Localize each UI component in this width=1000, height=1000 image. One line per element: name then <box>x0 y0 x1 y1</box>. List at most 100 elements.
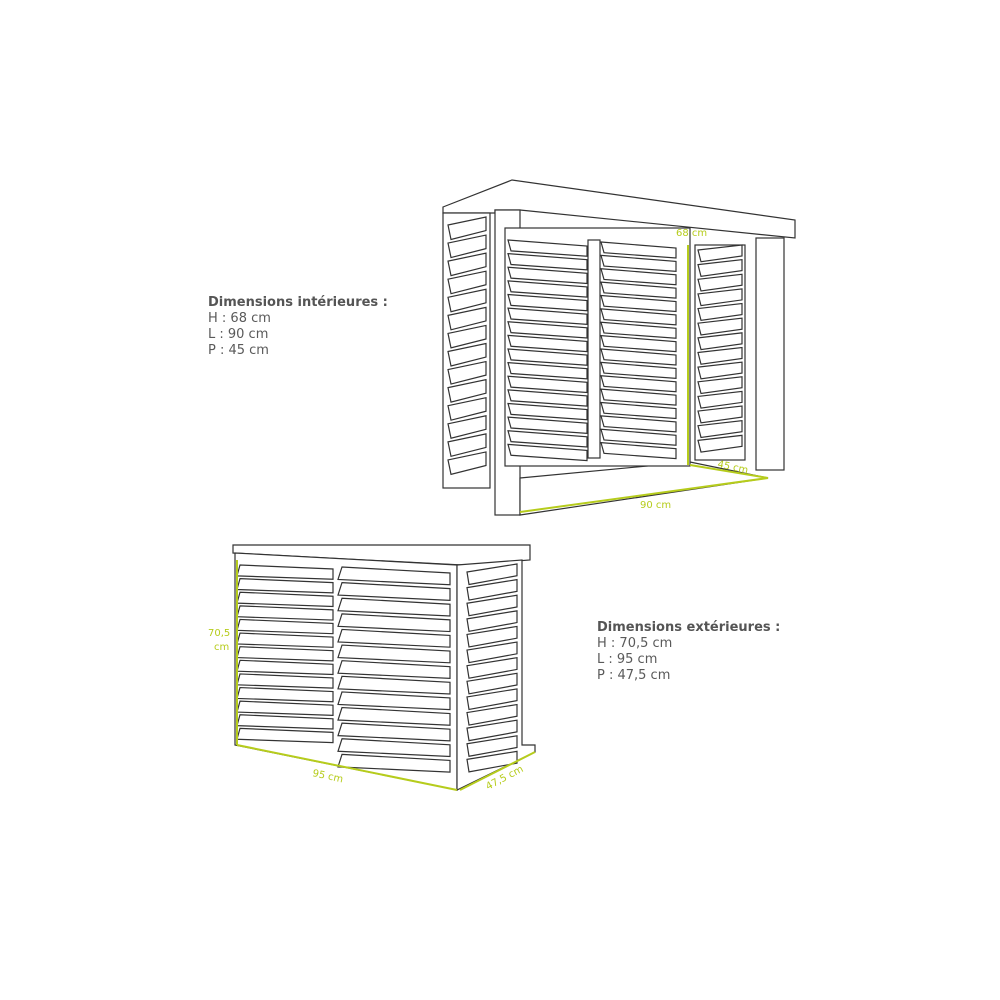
louver-slat <box>447 433 487 458</box>
louver-slat <box>447 288 487 313</box>
louver-slat <box>600 268 677 286</box>
louver-slat <box>600 441 677 460</box>
louver-slat <box>337 660 451 680</box>
louver-slat <box>337 644 451 664</box>
louver-slat <box>466 719 518 742</box>
louver-slat <box>507 375 588 394</box>
louver-slat <box>337 597 451 617</box>
louver-slat <box>507 402 588 421</box>
louver-slat <box>697 376 743 395</box>
exterior-depth: P : 47,5 cm <box>597 668 671 683</box>
louver-slat <box>466 578 518 601</box>
louver-slat <box>600 241 677 259</box>
interior-height: H : 68 cm <box>208 311 271 326</box>
exterior-title: Dimensions extérieures : <box>597 620 781 635</box>
louver-slat <box>447 306 487 331</box>
louver-slat <box>600 308 677 326</box>
dimension-lines <box>236 245 769 791</box>
louver-slat <box>697 361 743 380</box>
louver-slat <box>507 430 588 448</box>
exterior-dimensions: Dimensions extérieures : H : 70,5 cm L :… <box>597 620 780 684</box>
louver-slat <box>466 735 518 757</box>
louver-slat <box>697 390 743 409</box>
interior-dimensions: Dimensions intérieures : H : 68 cm L : 9… <box>208 295 388 359</box>
louver-slat <box>337 691 451 711</box>
louver-slat <box>697 258 743 278</box>
louver-slat <box>697 405 743 424</box>
louver-slat <box>507 252 588 271</box>
louver-slat <box>697 420 743 439</box>
louver-slat <box>507 443 588 462</box>
louver-slat <box>697 317 743 336</box>
louver-slat <box>697 434 743 453</box>
louver-slat <box>507 280 588 298</box>
louver-slat <box>600 375 677 393</box>
louver-slat <box>337 722 451 742</box>
louver-slat <box>507 389 588 407</box>
louver-slat <box>337 581 451 601</box>
louver-slat <box>337 753 451 773</box>
louver-slat <box>466 750 518 773</box>
right-post <box>755 237 785 471</box>
louver-slat <box>447 234 487 259</box>
louver-slat <box>466 688 518 711</box>
louver-slat <box>466 703 518 726</box>
exterior-width-label: 95 cm <box>311 768 344 785</box>
louver-slat <box>600 281 677 299</box>
louver-slat <box>507 416 588 434</box>
exterior-width-line <box>236 744 458 791</box>
louver-slat <box>600 254 677 273</box>
louver-slat <box>466 672 518 695</box>
louver-slat <box>507 293 588 312</box>
back-mullion <box>587 239 601 459</box>
louver-slat <box>697 346 743 365</box>
louver-slat <box>447 270 487 295</box>
louver-slat <box>447 252 487 277</box>
louver-slat <box>697 288 743 307</box>
louver-slat <box>337 675 451 695</box>
louver-slat <box>447 216 487 241</box>
louver-slat <box>466 656 518 679</box>
louver-slat <box>337 613 451 633</box>
louver-slat <box>600 294 677 313</box>
louver-slat <box>447 360 487 385</box>
louver-slat <box>447 378 487 403</box>
louver-slat <box>466 625 518 648</box>
interior-width-line <box>519 477 769 513</box>
louver-slat <box>697 244 743 263</box>
interior-depth-line <box>689 464 769 479</box>
louver-slat <box>466 641 518 664</box>
louver-slat <box>507 334 588 353</box>
louver-slat <box>447 342 487 367</box>
louver-slat <box>447 396 487 421</box>
louver-slat <box>600 334 677 353</box>
exterior-depth-line <box>459 751 536 791</box>
louver-slat <box>507 266 588 285</box>
exterior-width: L : 95 cm <box>597 652 658 667</box>
louver-slat <box>337 738 451 758</box>
louver-slat <box>600 415 677 433</box>
exterior-height-label: 70,5 <box>208 628 230 639</box>
interior-width: L : 90 cm <box>208 327 269 342</box>
exterior-height-unit: cm <box>214 642 229 653</box>
exterior-view <box>232 544 536 791</box>
louver-slat <box>507 348 588 366</box>
interior-depth: P : 45 cm <box>208 343 269 358</box>
louver-slat <box>697 332 743 351</box>
louver-slat <box>507 239 588 257</box>
louver-slat <box>697 273 743 292</box>
louver-slat <box>600 361 677 380</box>
louver-slat <box>337 628 451 648</box>
louver-slat <box>466 563 518 586</box>
louver-slat <box>697 302 743 321</box>
louver-slat <box>600 388 677 406</box>
interior-width-label: 90 cm <box>640 500 671 511</box>
louver-slat <box>600 428 677 446</box>
interior-height-label: 68 cm <box>676 228 707 239</box>
louver-slat <box>447 415 487 439</box>
louver-slat <box>507 321 588 339</box>
interior-title: Dimensions intérieures : <box>208 295 388 310</box>
louver-slat <box>507 307 588 325</box>
louver-slat <box>466 594 518 617</box>
